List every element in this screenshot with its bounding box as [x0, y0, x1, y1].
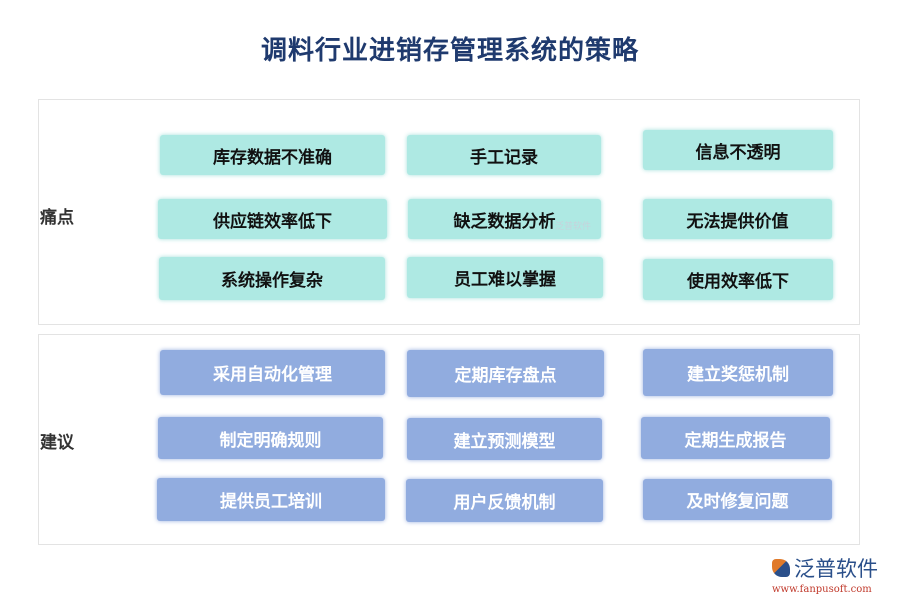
pain-point-box: 使用效率低下 [643, 259, 833, 300]
pain-point-box: 员工难以掌握 [407, 257, 603, 298]
suggestion-box: 采用自动化管理 [160, 350, 385, 395]
brand-url: www.fanpusoft.com [772, 584, 872, 595]
pain-point-box: 无法提供价值 [643, 199, 832, 239]
pain-point-box: 供应链效率低下 [158, 199, 387, 239]
suggestion-box: 定期库存盘点 [407, 350, 604, 397]
suggestion-box: 定期生成报告 [641, 417, 830, 459]
suggestions-label: 建议 [40, 433, 74, 453]
page-title: 调料行业进销存管理系统的策略 [260, 36, 639, 66]
pain-points-label: 痛点 [40, 208, 74, 228]
suggestion-box: 提供员工培训 [157, 478, 385, 521]
brand-name: 泛普软件 [794, 557, 878, 581]
pain-point-box: 系统操作复杂 [159, 257, 385, 300]
brand-logo: 泛普软件 www.fanpusoft.com [772, 553, 892, 595]
pain-point-box: 缺乏数据分析 [408, 199, 601, 239]
pain-point-box: 信息不透明 [643, 130, 833, 170]
suggestion-box: 建立奖惩机制 [643, 349, 833, 396]
suggestion-box: 用户反馈机制 [406, 479, 603, 522]
watermark: 泛普软件 [555, 222, 592, 232]
pain-point-box: 手工记录 [407, 135, 601, 175]
brand-logo-icon [772, 559, 790, 577]
suggestion-box: 建立预测模型 [407, 418, 602, 460]
suggestion-box: 制定明确规则 [158, 417, 383, 459]
pain-point-box: 库存数据不准确 [160, 135, 385, 175]
suggestion-box: 及时修复问题 [643, 479, 832, 520]
